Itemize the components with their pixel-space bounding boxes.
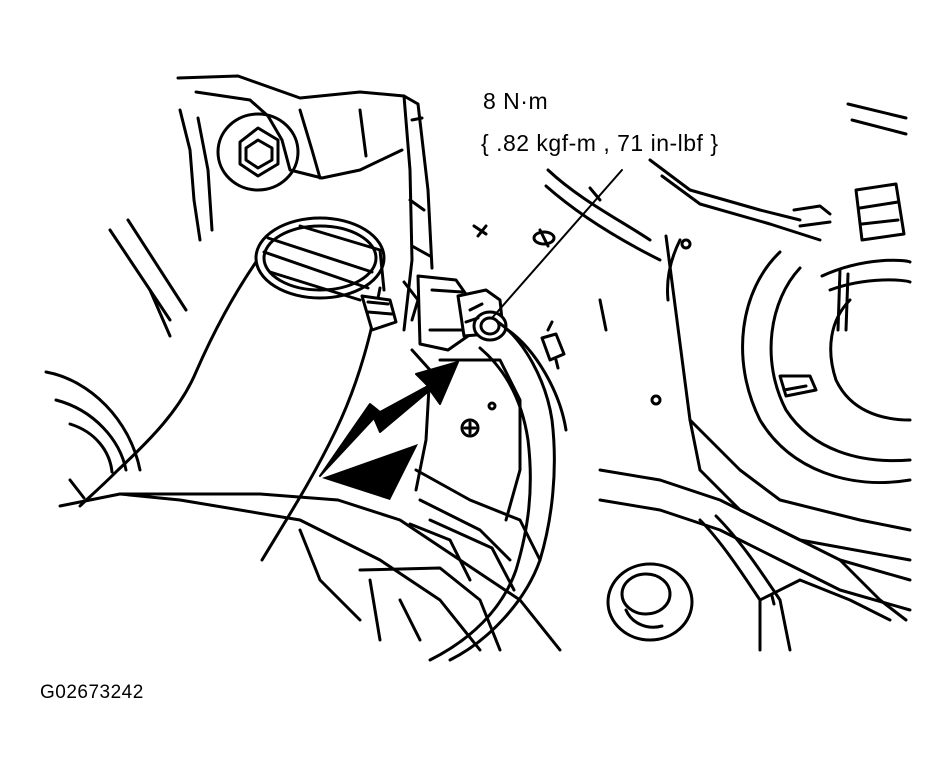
component-housing <box>408 274 542 592</box>
wheel-well <box>741 250 912 484</box>
lower-right-panel <box>698 514 908 652</box>
grommet <box>606 562 694 642</box>
lower-body-panel <box>58 492 562 652</box>
left-body-panel <box>44 218 188 500</box>
right-body-panel <box>472 158 912 612</box>
small-hose <box>428 320 568 662</box>
bracket-bolt <box>216 112 300 192</box>
pipe-connector <box>540 320 566 370</box>
torque-value-label: 8 N·m <box>483 88 549 114</box>
arrow-indicator <box>319 361 459 500</box>
hose-clamp <box>360 280 420 332</box>
right-upper-panel <box>792 102 908 228</box>
connector-block <box>854 182 906 242</box>
torque-alt-units-label: { .82 kgf-m , 71 in-lbf } <box>481 130 719 156</box>
leader-line <box>491 169 623 319</box>
figure-id-label: G02673242 <box>40 682 144 703</box>
upper-bracket <box>176 74 434 332</box>
hose-fitting-bolt <box>456 288 508 342</box>
